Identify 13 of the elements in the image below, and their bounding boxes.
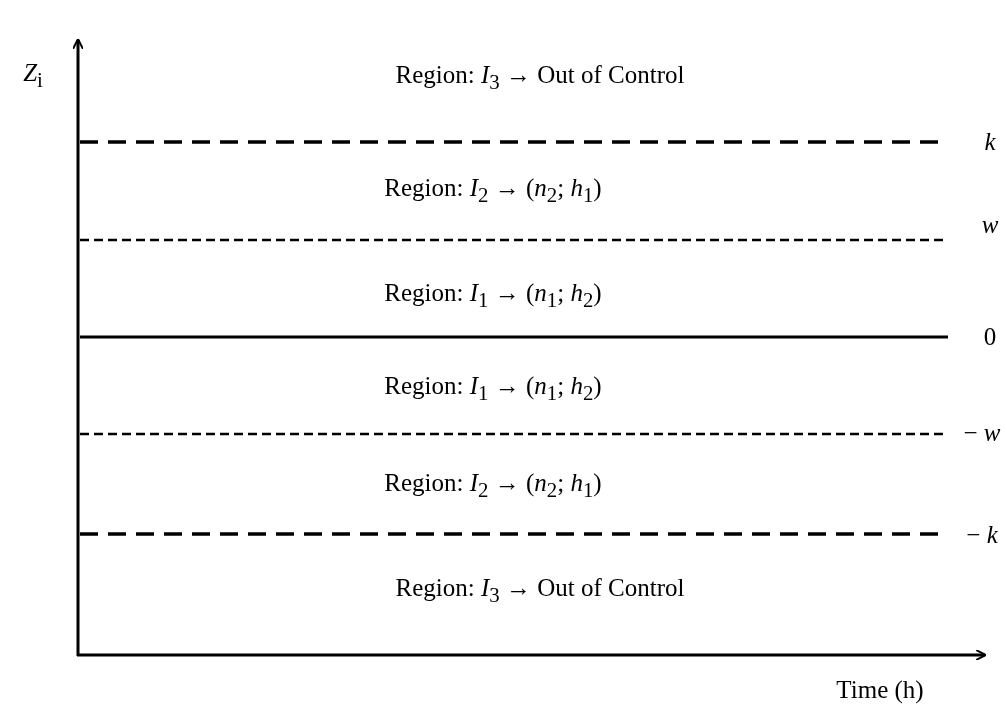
region-label: Region: I$_{3}$ → Out of Control [395,573,685,607]
threshold-label: − w [963,419,1001,447]
region-label: Region: I$_{1}$ → (n$_{1}$; h$_{2}$) [384,278,602,312]
region-label: Region: I$_{2}$ → (n$_{2}$; h$_{1}$) [384,173,602,207]
axis-label: Z$_{i}$ [23,58,43,92]
region-label: Region: I$_{1}$ → (n$_{1}$; h$_{2}$) [384,371,602,405]
threshold-label: w [981,211,999,239]
threshold-label: k [984,128,996,156]
region-label: Region: I$_{3}$ → Out of Control [395,60,685,94]
axis-label: Time (h) [836,676,924,704]
region-label: Region: I$_{2}$ → (n$_{2}$; h$_{1}$) [384,468,602,502]
threshold-label: − k [966,521,998,549]
threshold-label: 0 [983,323,997,351]
